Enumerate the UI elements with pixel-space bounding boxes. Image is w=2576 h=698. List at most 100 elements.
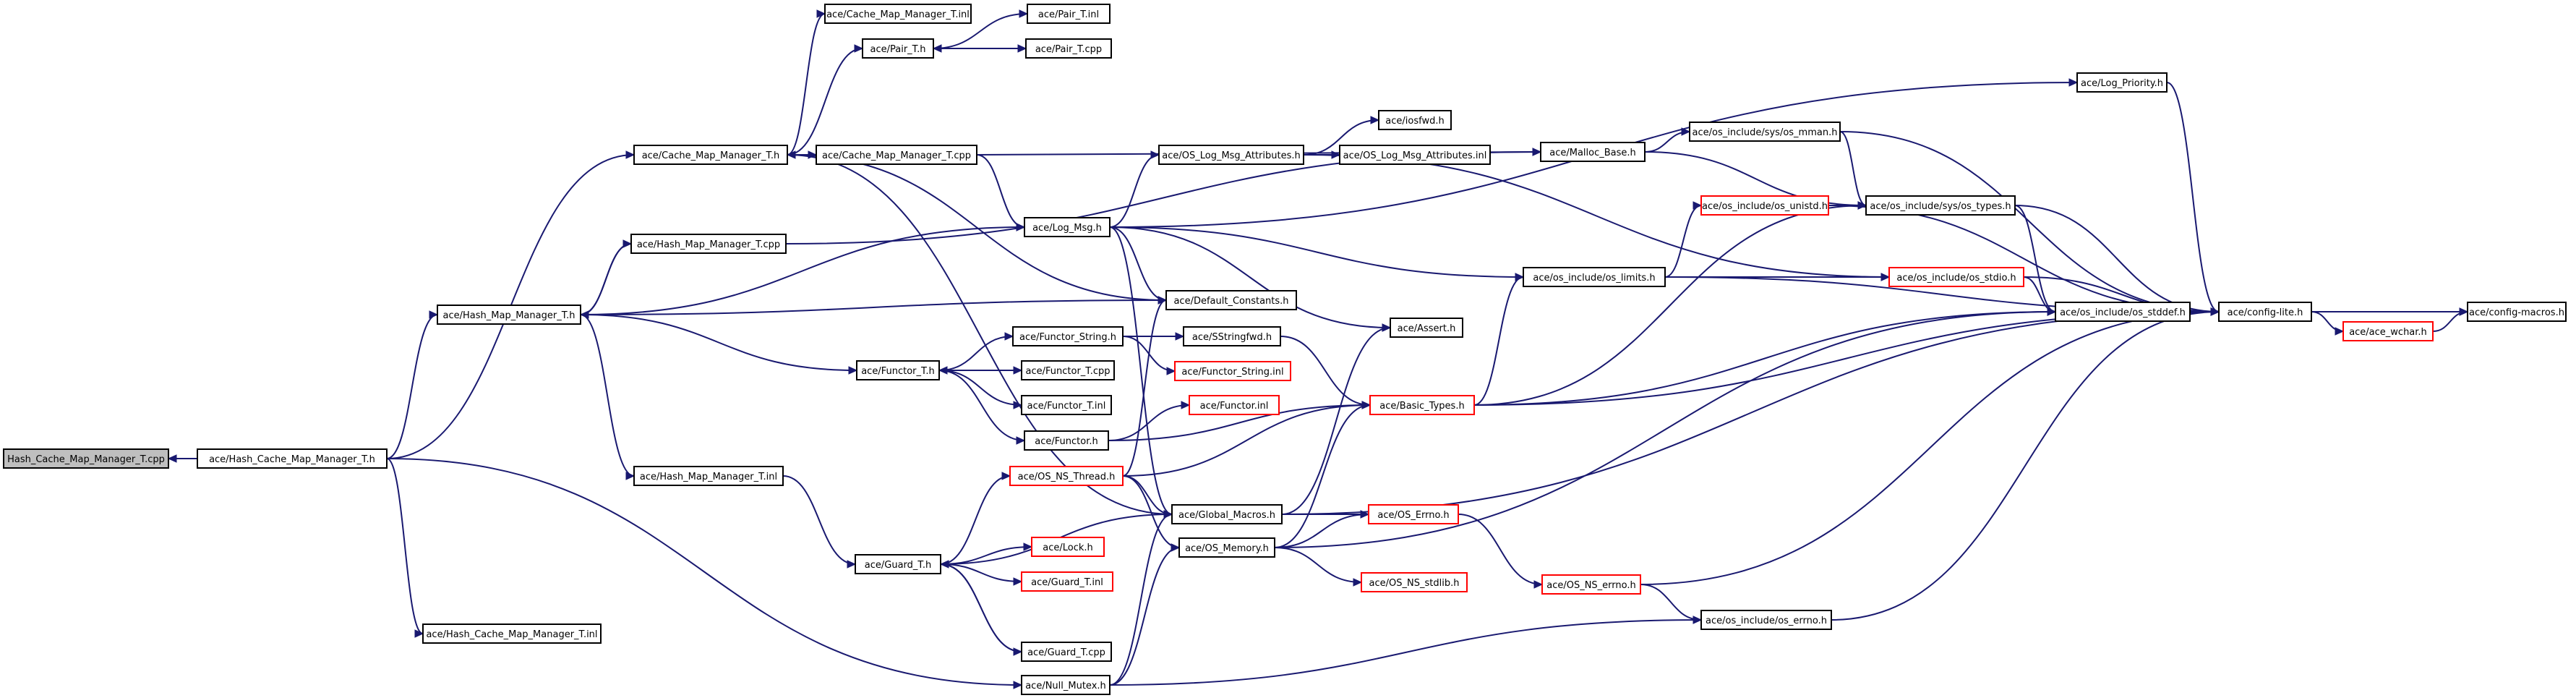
file-node[interactable]: ace/Malloc_Base.h: [1540, 142, 1646, 162]
dependency-edge: [1473, 276, 1524, 406]
file-node[interactable]: ace/Cache_Map_Manager_T.inl: [824, 4, 972, 24]
node-box: [1021, 360, 1115, 380]
file-node[interactable]: ace/Functor_String.inl: [1174, 361, 1291, 381]
file-node[interactable]: ace/OS_NS_stdlib.h: [1361, 572, 1468, 592]
node-box: [1183, 326, 1281, 346]
dependency-edge: [1109, 226, 1173, 515]
dependency-edge: [940, 563, 1022, 652]
node-box: [1689, 122, 1841, 142]
file-node[interactable]: ace/ace_wchar.h: [2342, 321, 2434, 341]
file-node[interactable]: ace/Pair_T.cpp: [1025, 38, 1112, 59]
arrowhead: [1004, 332, 1014, 341]
dependency-edge: [1109, 154, 1160, 228]
file-node[interactable]: ace/Hash_Map_Manager_T.inl: [633, 466, 784, 486]
node-label: ace/os_include/sys/os_types.h: [1870, 201, 2011, 212]
dependency-edges: [168, 13, 2468, 686]
arrowhead: [847, 560, 857, 569]
file-node[interactable]: ace/Functor_T.h: [856, 360, 940, 380]
node-label: ace/ace_wchar.h: [2349, 327, 2427, 338]
file-node[interactable]: ace/OS_Memory.h: [1178, 537, 1275, 558]
node-label: ace/config-macros.h: [2469, 307, 2564, 318]
node-label: ace/OS_NS_Thread.h: [1018, 472, 1116, 482]
dependency-edge: [1281, 327, 1391, 515]
node-label: ace/Default_Constants.h: [1173, 296, 1288, 307]
dependency-edge: [1274, 514, 1369, 548]
file-node[interactable]: ace/OS_Log_Msg_Attributes.h: [1158, 145, 1304, 165]
file-node[interactable]: ace/os_include/os_stdio.h: [1888, 267, 2024, 287]
node-box: [1021, 571, 1113, 592]
file-node[interactable]: ace/Log_Priority.h: [2076, 72, 2168, 93]
file-node[interactable]: ace/Assert.h: [1390, 318, 1463, 338]
file-node[interactable]: ace/Guard_T.inl: [1021, 571, 1113, 592]
node-label: ace/Hash_Cache_Map_Manager_T.h: [209, 454, 375, 465]
file-node[interactable]: ace/Global_Macros.h: [1171, 504, 1283, 524]
file-node[interactable]: ace/os_include/os_errno.h: [1700, 610, 1832, 630]
dependency-edge: [782, 475, 856, 565]
file-node[interactable]: ace/Log_Msg.h: [1024, 217, 1111, 237]
arrowhead: [1013, 366, 1023, 375]
file-node[interactable]: ace/Functor.inl: [1189, 395, 1280, 415]
file-node[interactable]: ace/Hash_Map_Manager_T.h: [437, 305, 581, 325]
dependency-edge: [1303, 154, 1890, 278]
file-node[interactable]: ace/os_include/os_limits.h: [1523, 267, 1666, 287]
file-node[interactable]: ace/Hash_Cache_Map_Manager_T.h: [197, 448, 388, 469]
file-node[interactable]: ace/OS_Errno.h: [1368, 504, 1459, 524]
file-node[interactable]: ace/os_include/os_stddef.h: [2055, 302, 2191, 322]
node-box: [633, 466, 784, 486]
file-node[interactable]: ace/Cache_Map_Manager_T.cpp: [816, 145, 977, 165]
file-node[interactable]: ace/Hash_Map_Manager_T.cpp: [630, 234, 787, 254]
arrowhead: [2047, 307, 2057, 316]
dependency-edge: [1473, 311, 2056, 406]
arrowhead: [1013, 647, 1023, 656]
file-node[interactable]: ace/Guard_T.cpp: [1021, 642, 1112, 662]
file-node[interactable]: ace/Guard_T.h: [855, 554, 941, 574]
node-box: [1540, 142, 1646, 162]
arrowhead: [1166, 367, 1176, 375]
arrowhead: [848, 366, 858, 375]
node-label: ace/Assert.h: [1398, 323, 1456, 334]
dependency-edge: [1274, 547, 1362, 583]
file-node[interactable]: ace/Pair_T.inl: [1027, 4, 1111, 24]
file-node[interactable]: ace/OS_Log_Msg_Attributes.inl: [1339, 145, 1491, 165]
node-box: [856, 360, 940, 380]
arrowhead: [429, 310, 439, 319]
file-node[interactable]: ace/Functor.h: [1024, 430, 1109, 451]
arrowhead: [625, 150, 636, 159]
file-node[interactable]: ace/Pair_T.h: [862, 38, 934, 59]
file-node[interactable]: ace/iosfwd.h: [1378, 110, 1452, 130]
file-node[interactable]: ace/Null_Mutex.h: [1021, 675, 1111, 695]
file-node[interactable]: ace/SStringfwd.h: [1183, 326, 1281, 346]
node-label: Hash_Cache_Map_Manager_T.cpp: [7, 454, 165, 465]
dependency-edge: [1640, 584, 1702, 621]
arrowhead: [2068, 78, 2079, 87]
file-node[interactable]: ace/Lock.h: [1031, 537, 1105, 557]
file-node[interactable]: ace/os_include/sys/os_types.h: [1865, 195, 2016, 216]
file-node[interactable]: ace/Default_Constants.h: [1165, 290, 1297, 310]
dependency-edge: [1108, 404, 1190, 441]
dependency-edge: [940, 563, 1022, 582]
node-box: [2218, 302, 2312, 322]
file-node[interactable]: ace/Functor_String.h: [1012, 326, 1124, 346]
file-node[interactable]: ace/Functor_T.inl: [1021, 395, 1112, 415]
dependency-edge: [1640, 311, 2220, 585]
node-box: [862, 38, 934, 59]
file-node[interactable]: ace/Basic_Types.h: [1369, 395, 1475, 415]
file-node[interactable]: ace/config-macros.h: [2467, 302, 2567, 322]
arrowhead: [1016, 436, 1026, 445]
arrowhead: [1533, 580, 1544, 589]
file-node[interactable]: ace/os_include/os_unistd.h: [1700, 195, 1829, 216]
arrowhead: [2210, 307, 2220, 316]
file-node[interactable]: ace/Hash_Cache_Map_Manager_T.inl: [422, 623, 602, 644]
file-node[interactable]: ace/os_include/sys/os_mman.h: [1689, 122, 1841, 142]
node-box: [633, 145, 788, 165]
file-node[interactable]: ace/OS_NS_errno.h: [1541, 574, 1641, 595]
node-label: ace/Pair_T.cpp: [1035, 44, 1102, 55]
file-node[interactable]: ace/Functor_T.cpp: [1021, 360, 1115, 380]
file-node[interactable]: ace/config-lite.h: [2218, 302, 2312, 322]
file-node[interactable]: ace/Cache_Map_Manager_T.h: [633, 145, 788, 165]
dependency-edge: [2014, 205, 2220, 312]
arrowhead: [579, 310, 589, 319]
file-node[interactable]: ace/OS_NS_Thread.h: [1009, 466, 1124, 486]
arrowhead: [2459, 307, 2469, 316]
dependency-edge: [580, 243, 632, 315]
